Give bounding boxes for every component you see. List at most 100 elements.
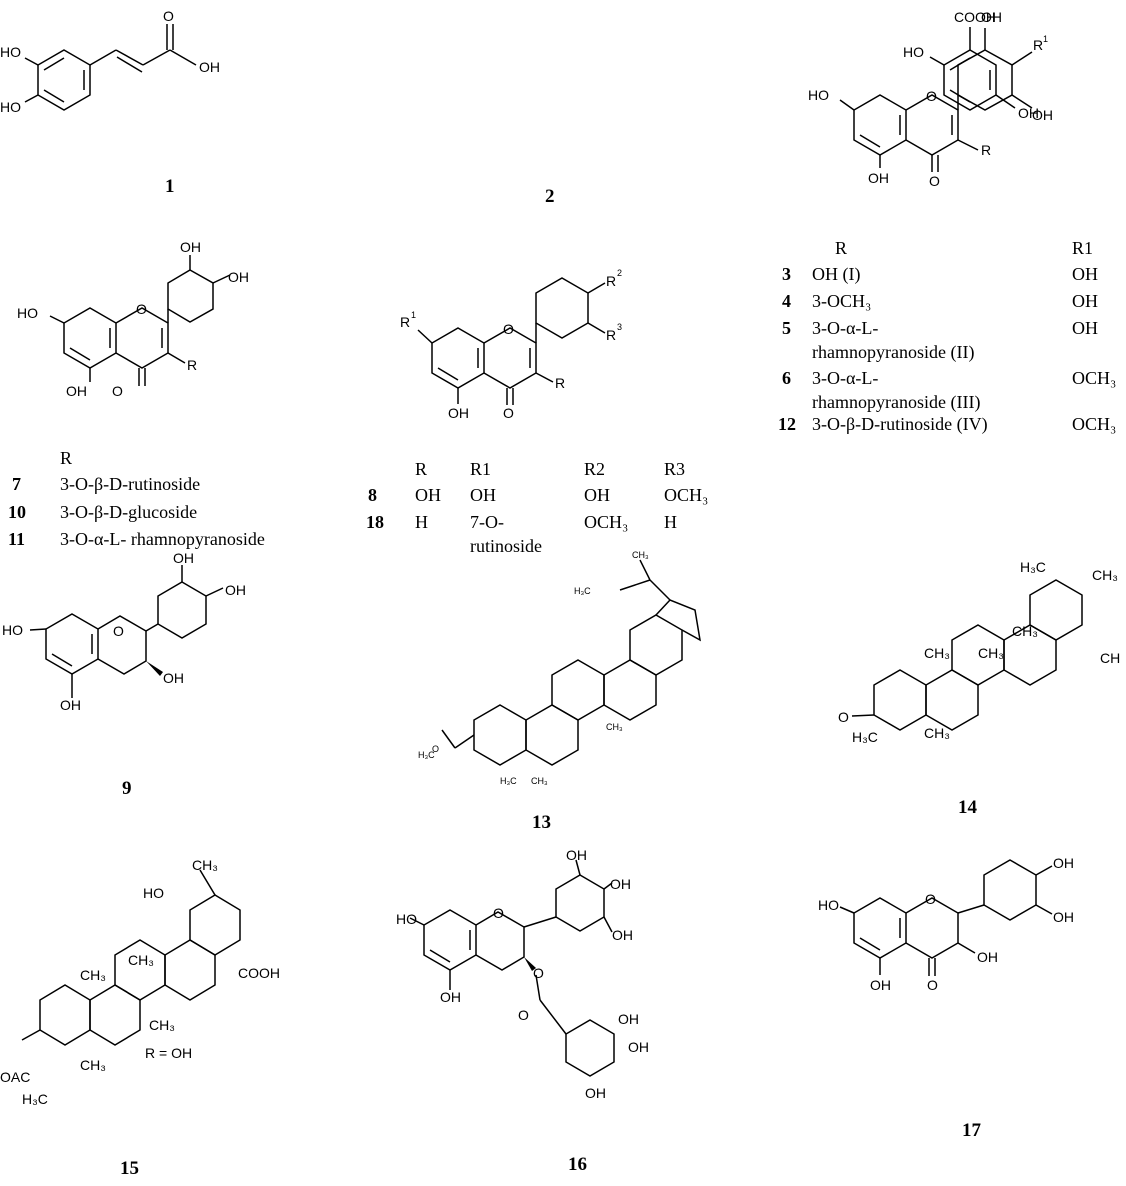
table-cell: OH xyxy=(1072,318,1098,338)
label-ch3: CH₃ xyxy=(632,550,649,560)
table-cell: rhamnopyranoside (III) xyxy=(812,392,981,412)
table-cell: H xyxy=(415,512,428,532)
compound-number: 11 xyxy=(8,529,26,549)
label-oh: OH xyxy=(173,550,194,566)
label-oh: OH xyxy=(628,1039,649,1055)
label-o: O xyxy=(493,905,504,921)
label-r: R xyxy=(606,273,616,289)
label-o: O xyxy=(926,88,937,104)
label-o: O xyxy=(925,891,936,907)
label-h3c: H₃C xyxy=(500,776,517,786)
label-r-eq-oh: R = OH xyxy=(145,1045,192,1061)
table-header: R3 xyxy=(664,459,686,479)
label-oh: OH xyxy=(868,170,889,186)
label-oac: OAC xyxy=(0,1069,30,1085)
label-r1-sup: 1 xyxy=(411,310,416,320)
table-cell: 3-O-α-L- xyxy=(812,368,879,388)
compound-number: 15 xyxy=(120,1158,139,1179)
compound-number: 6 xyxy=(782,368,791,388)
label-r: R xyxy=(400,314,410,330)
structure-1: O OH HO HO xyxy=(0,8,220,115)
label-ch3: CH₃ xyxy=(80,1057,106,1073)
label-oh: OH xyxy=(228,269,249,285)
label-r: R xyxy=(1033,37,1043,53)
label-o: O xyxy=(533,965,544,981)
compound-number: 3 xyxy=(782,264,791,284)
table-cell: OH xyxy=(1072,291,1098,311)
compound-number: 13 xyxy=(532,812,551,833)
label-oh: OH xyxy=(1053,909,1074,925)
label-r: R xyxy=(981,142,991,158)
label-oh: OH xyxy=(448,405,469,421)
label-oh: OH xyxy=(870,977,891,993)
table-header: R xyxy=(415,459,428,479)
table-cell: 3-O-β-D-rutinoside (IV) xyxy=(812,414,988,434)
table-cell: 7-O- xyxy=(470,512,504,532)
structure-14: O H₃C CH₃ CH₃ CH₃ CH₃ CH H₃C CH₃ xyxy=(838,559,1120,745)
label-ho: HO xyxy=(2,622,23,638)
label-o: O xyxy=(929,173,940,189)
structure-17: O OH OH OH HO OH O xyxy=(818,855,1074,993)
label-oh: OH xyxy=(981,9,1002,25)
compound-number: 4 xyxy=(782,291,791,311)
label-ho: HO xyxy=(808,87,829,103)
compound-number: 5 xyxy=(782,318,791,338)
table-cell: OH (I) xyxy=(812,264,861,284)
label-o: O xyxy=(163,8,174,24)
compound-number: 8 xyxy=(368,485,377,505)
compound-number: 17 xyxy=(962,1120,981,1141)
label-oh: OH xyxy=(566,847,587,863)
label-h3c: H₃C xyxy=(22,1091,48,1107)
structure-2: COOH HO OH xyxy=(903,9,1039,121)
label-r2-sup: 2 xyxy=(617,268,622,278)
label-oh: OH xyxy=(977,949,998,965)
table-cell: 3-O-β-D-rutinoside xyxy=(60,474,201,494)
label-ho: HO xyxy=(818,897,839,913)
label-h2c: H₃C xyxy=(574,586,591,596)
label-ch3: CH₃ xyxy=(149,1017,175,1033)
table-cell: 3-O-α-L- rhamnopyranoside xyxy=(60,529,265,549)
label-r: R xyxy=(606,327,616,343)
label-oh: OH xyxy=(612,927,633,943)
compound-number: 10 xyxy=(8,502,26,522)
label-ch3: CH₃ xyxy=(128,952,154,968)
label-cooh: COOH xyxy=(954,9,996,25)
table-header: R2 xyxy=(584,459,606,479)
structure-8-18: O R 2 R 3 R R 1 OH O xyxy=(400,268,622,421)
label-oh: OH xyxy=(1032,107,1053,123)
table-cell: OH xyxy=(470,485,496,505)
label-oh: OH xyxy=(60,697,81,713)
compound-number: 12 xyxy=(778,414,796,434)
structure-7-10-11: O OH OH R HO OH O xyxy=(17,239,249,399)
label-oh: OH xyxy=(618,1011,639,1027)
structure-3-6-12: O OH R 1 OH R HO OH O xyxy=(808,9,1053,189)
label-ho: HO xyxy=(0,99,21,115)
label-oh: OH xyxy=(440,989,461,1005)
table-cell: 3-OCH₃ xyxy=(812,291,872,311)
table-header: R1 xyxy=(1072,238,1094,258)
compound-number: 9 xyxy=(122,778,132,799)
label-r: R xyxy=(187,357,197,373)
label-oh: OH xyxy=(1018,105,1039,121)
compound-number: 7 xyxy=(12,474,21,494)
label-ch: CH xyxy=(1100,650,1120,666)
label-r3-sup: 3 xyxy=(617,322,622,332)
structure-16: O OH OH OH O O OH OH OH HO OH xyxy=(396,847,649,1101)
table-cell: OH xyxy=(415,485,441,505)
label-ho: HO xyxy=(903,44,924,60)
label-oh: OH xyxy=(1053,855,1074,871)
label-ch3: CH₃ xyxy=(924,725,950,741)
label-r1-sup: 1 xyxy=(1043,34,1048,44)
label-ho: HO xyxy=(17,305,38,321)
compound-number: 2 xyxy=(545,186,555,207)
label-o: O xyxy=(113,623,124,639)
label-ch3: CH₃ xyxy=(531,776,548,786)
compound-number: 16 xyxy=(568,1154,587,1175)
label-oh: OH xyxy=(199,59,220,75)
label-ch3: CH₃ xyxy=(80,967,106,983)
table-cell: OCH₃ xyxy=(1072,368,1117,388)
label-r: R xyxy=(555,375,565,391)
label-o: O xyxy=(503,321,514,337)
label-oh: OH xyxy=(610,876,631,892)
table-cell: 3-O-α-L- xyxy=(812,318,879,338)
